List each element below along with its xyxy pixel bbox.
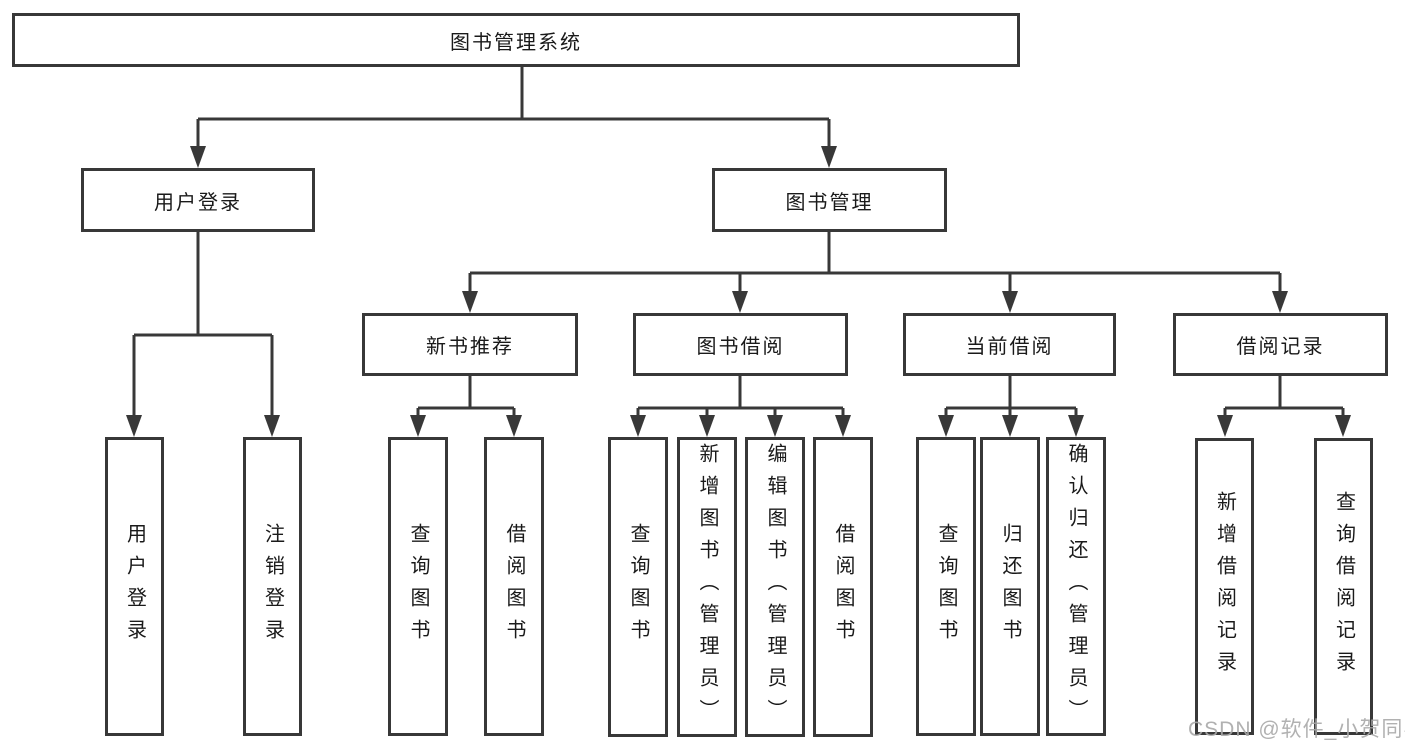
node-root-label: 图书管理系统 xyxy=(450,31,582,54)
leaf-return-books-label: 归还图书 xyxy=(999,522,1021,651)
node-book-management: 图书管理 xyxy=(712,168,947,232)
leaf-query-books-current-label: 查询图书 xyxy=(935,522,957,651)
leaf-confirm-return-admin-label: 确认归还（管理员） xyxy=(1065,442,1087,731)
node-book-borrow: 图书借阅 xyxy=(633,313,848,376)
leaf-query-books-borrow-label: 查询图书 xyxy=(627,523,649,651)
leaf-return-books: 归还图书 xyxy=(980,437,1040,736)
leaf-confirm-return-admin: 确认归还（管理员） xyxy=(1046,437,1106,736)
leaf-edit-book-admin-label: 编辑图书（管理员） xyxy=(764,443,786,731)
leaf-logout-login-label: 注销登录 xyxy=(261,522,284,651)
node-new-book-recommend: 新书推荐 xyxy=(362,313,578,376)
node-user-login-label: 用户登录 xyxy=(154,191,242,214)
leaf-add-book-admin-label: 新增图书（管理员） xyxy=(696,443,718,731)
leaf-query-books-current: 查询图书 xyxy=(916,437,976,736)
node-borrow-records-label: 借阅记录 xyxy=(1236,336,1325,358)
node-current-borrow-label: 当前借阅 xyxy=(965,336,1054,358)
leaf-query-borrow-record-label: 查询借阅记录 xyxy=(1332,490,1355,683)
leaf-borrow-books-recommend: 借阅图书 xyxy=(484,437,544,736)
leaf-query-books-borrow: 查询图书 xyxy=(608,437,668,737)
node-current-borrow: 当前借阅 xyxy=(903,313,1116,376)
node-book-borrow-label: 图书借阅 xyxy=(696,336,785,358)
csdn-watermark: CSDN @软件_小贺同学 xyxy=(1188,718,1405,741)
node-root: 图书管理系统 xyxy=(12,13,1020,67)
leaf-borrow-books: 借阅图书 xyxy=(813,437,873,737)
leaf-borrow-books-label: 借阅图书 xyxy=(832,523,854,651)
node-new-book-recommend-label: 新书推荐 xyxy=(426,336,514,358)
leaf-borrow-books-recommend-label: 借阅图书 xyxy=(503,522,525,651)
leaf-user-login: 用户登录 xyxy=(105,437,164,736)
leaf-logout-login: 注销登录 xyxy=(243,437,302,736)
leaf-add-book-admin: 新增图书（管理员） xyxy=(677,437,737,737)
leaf-query-books-recommend: 查询图书 xyxy=(388,437,448,736)
leaf-user-login-label: 用户登录 xyxy=(123,522,146,651)
leaf-add-borrow-record: 新增借阅记录 xyxy=(1195,438,1254,735)
node-borrow-records: 借阅记录 xyxy=(1173,313,1388,376)
node-book-management-label: 图书管理 xyxy=(785,191,874,214)
leaf-query-borrow-record: 查询借阅记录 xyxy=(1314,438,1373,735)
leaf-query-books-recommend-label: 查询图书 xyxy=(407,522,429,651)
leaf-edit-book-admin: 编辑图书（管理员） xyxy=(745,437,805,737)
node-user-login: 用户登录 xyxy=(81,168,315,232)
leaf-add-borrow-record-label: 新增借阅记录 xyxy=(1213,490,1236,683)
